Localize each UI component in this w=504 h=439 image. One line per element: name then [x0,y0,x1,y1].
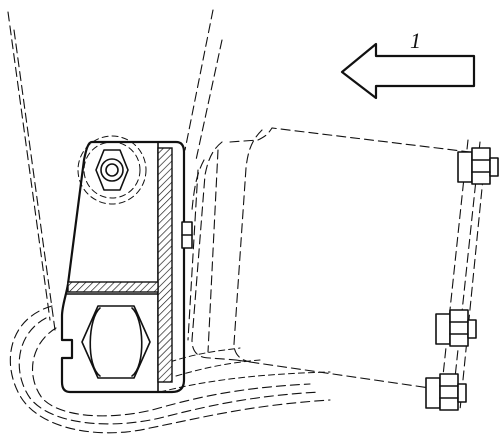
bracket [60,140,193,394]
cylinder-dashed [187,127,471,389]
swing-lines [7,9,223,331]
bolt-middle [435,309,477,347]
lower-hex-nut [81,305,151,379]
lower-eye-dashed [9,305,331,434]
top-hex-nut [95,149,129,191]
end-plate-dashed [439,139,487,411]
bolt-bottom [425,373,467,411]
bolt-top [457,147,499,185]
arrow-label: 1 [410,28,421,53]
direction-arrow: 1 [340,28,476,100]
